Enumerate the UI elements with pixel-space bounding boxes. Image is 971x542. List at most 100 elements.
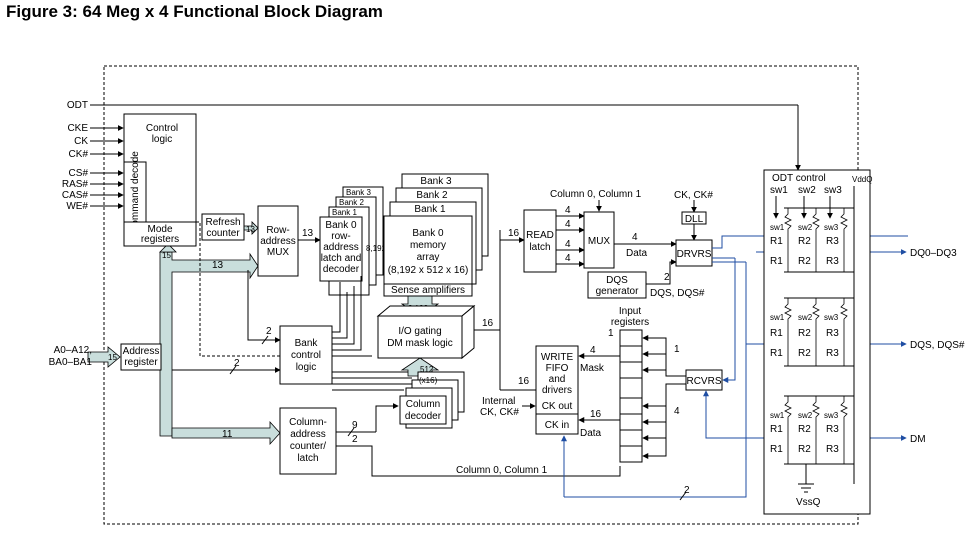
internal-ck-label-2: CK, CK# xyxy=(480,407,519,418)
width-4-b: 4 xyxy=(565,219,571,230)
rcvrs-label: RCVRS xyxy=(686,376,721,387)
column01-top-label: Column 0, Column 1 xyxy=(550,189,642,200)
vddq-label: VddQ xyxy=(852,175,872,184)
sense-amplifiers-box xyxy=(383,283,473,297)
read-latch-label-1: READ xyxy=(526,230,554,241)
width-2-bank: 2 xyxy=(234,358,240,369)
chip-boundary xyxy=(103,65,859,525)
sense-amplifiers-label: Sense amplifiers xyxy=(391,285,465,296)
memory-array-label-4: (8,192 x 512 x 16) xyxy=(388,265,469,276)
odt-group-dqs: sw1 sw2 sw3 R1 R2 R3 R1 R2 R3 xyxy=(770,297,854,367)
svg-text:sw2: sw2 xyxy=(798,411,813,420)
width-2-row: 2 xyxy=(266,326,272,337)
mode-registers-label-2: registers xyxy=(141,234,179,245)
row-latch-label-3: address xyxy=(323,242,359,253)
memory-array-label-1: Bank 0 xyxy=(412,228,444,239)
write-fifo-label-3: and xyxy=(549,374,566,385)
column-decoder-label-1: Column xyxy=(406,399,440,410)
svg-text:R1: R1 xyxy=(770,444,783,455)
pin-cas: CAS# xyxy=(62,190,89,201)
pin-address-1: A0–A12, xyxy=(54,345,92,356)
width-9: 9 xyxy=(352,420,358,431)
svg-text:R1: R1 xyxy=(770,236,783,247)
svg-text:R3: R3 xyxy=(826,348,839,359)
memory-array-label-2: memory xyxy=(410,240,446,251)
odt-group-dm: sw1 sw2 sw3 R1 R2 R3 R1 R2 R3 xyxy=(770,395,854,465)
memory-bank2-label: Bank 2 xyxy=(416,190,448,201)
row-mux-label-2: address xyxy=(260,236,296,247)
row-latch-label-5: decoder xyxy=(323,264,360,275)
column-counter-label-3: counter/ xyxy=(290,441,326,452)
pin-ck-n: CK# xyxy=(69,149,89,160)
width-2-col: 2 xyxy=(352,434,358,445)
bank-control-label-3: logic xyxy=(296,362,317,373)
input-register-cells xyxy=(620,345,642,447)
bank-control-label-1: Bank xyxy=(295,338,319,349)
write-fifo-label-2: FIFO xyxy=(546,363,569,374)
svg-text:R3: R3 xyxy=(826,424,839,435)
io-gating-top xyxy=(376,305,476,317)
row-latch-label-1: Bank 0 xyxy=(325,220,357,231)
svg-text:sw2: sw2 xyxy=(798,313,813,322)
mode-registers-box xyxy=(123,221,197,247)
row-mux-label: Row- xyxy=(266,225,289,236)
rcvrs-box xyxy=(685,369,723,391)
pin-we: WE# xyxy=(66,201,88,212)
refresh-counter-box xyxy=(201,213,245,241)
row-latch-bank3-label: Bank 3 xyxy=(346,188,371,197)
svg-text:R3: R3 xyxy=(826,444,839,455)
width-512-x16: (x16) xyxy=(419,376,438,385)
ck-pair-label: CK, CK# xyxy=(674,190,713,201)
svg-text:R1: R1 xyxy=(770,348,783,359)
width-4-data: 4 xyxy=(632,232,638,243)
width-1-reg-b: 1 xyxy=(608,328,614,339)
svg-text:sw3: sw3 xyxy=(824,223,839,232)
memory-array-label-3: array xyxy=(417,252,440,263)
refresh-counter-label: Refresh xyxy=(205,217,240,228)
svg-text:R3: R3 xyxy=(826,328,839,339)
svg-text:sw2: sw2 xyxy=(798,223,813,232)
column01-bottom-label: Column 0, Column 1 xyxy=(456,465,548,476)
drvrs-label: DRVRS xyxy=(677,249,712,260)
width-13-row: 13 xyxy=(302,228,314,239)
row-latch-label-2: row- xyxy=(331,231,350,242)
address-register-label-2: register xyxy=(124,357,158,368)
dqs-generator-box xyxy=(587,271,647,299)
svg-text:R3: R3 xyxy=(826,256,839,267)
width-8192-row: 8,192 xyxy=(366,244,387,253)
row-address-mux-box xyxy=(257,205,299,277)
vssq-label: VssQ xyxy=(796,497,821,508)
memory-bank1-label: Bank 1 xyxy=(414,204,446,215)
read-latch-label-2: latch xyxy=(529,242,550,253)
dqs-generator-label-2: generator xyxy=(596,286,639,297)
write-fifo-box xyxy=(535,345,579,435)
width-512: 512 xyxy=(420,365,434,374)
svg-text:sw1: sw1 xyxy=(770,313,785,322)
internal-ck-label-1: Internal xyxy=(482,396,515,407)
width-16-read: 16 xyxy=(508,228,520,239)
svg-text:R2: R2 xyxy=(798,256,811,267)
control-logic-label: Control xyxy=(146,123,178,134)
row-latch-label-4: latch and xyxy=(321,253,362,264)
output-dqs: DQS, DQS# xyxy=(910,340,965,351)
svg-text:R2: R2 xyxy=(798,424,811,435)
row-latch-bank2-label: Bank 2 xyxy=(339,198,364,207)
svg-text:R2: R2 xyxy=(798,444,811,455)
svg-text:R1: R1 xyxy=(770,328,783,339)
figure-title: Figure 3: 64 Meg x 4 Functional Block Di… xyxy=(6,2,383,21)
row-mux-label-3: MUX xyxy=(267,247,290,258)
width-2-bottom: 2 xyxy=(684,485,690,496)
pin-ras: RAS# xyxy=(62,179,89,190)
bus-to-column-counter xyxy=(171,420,281,446)
width-15-top: 15 xyxy=(162,251,171,260)
svg-text:sw1: sw1 xyxy=(770,223,785,232)
pin-cs: CS# xyxy=(69,168,89,179)
control-logic-label-2: logic xyxy=(152,134,173,145)
memory-array-bank0 xyxy=(383,215,473,285)
svg-text:R2: R2 xyxy=(798,328,811,339)
ck-in-label: CK in xyxy=(545,420,569,431)
input-registers-label-2: registers xyxy=(611,317,649,328)
width-16-fifo: 16 xyxy=(518,376,530,387)
bank-control-label-2: control xyxy=(291,350,321,361)
